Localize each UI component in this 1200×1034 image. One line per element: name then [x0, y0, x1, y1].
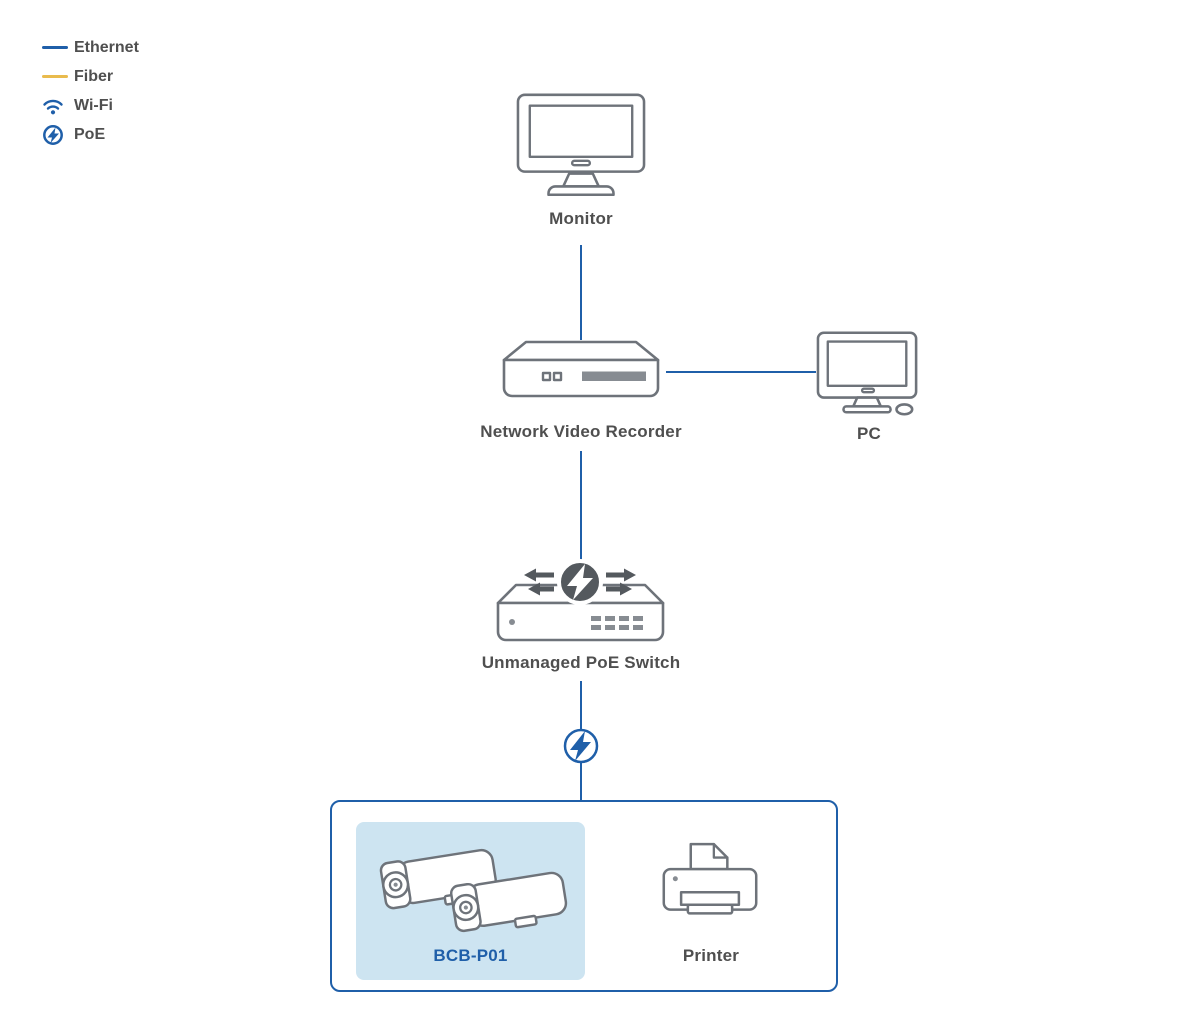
nvr-icon — [502, 340, 660, 398]
pc-icon — [816, 331, 918, 416]
nvr-label: Network Video Recorder — [480, 422, 682, 441]
legend-item-poe: PoE — [42, 120, 139, 149]
wifi-icon — [42, 96, 74, 115]
pc-label: PC — [856, 424, 882, 443]
edge-nvr-switch — [580, 451, 582, 567]
poe-switch-label: Unmanaged PoE Switch — [481, 653, 681, 672]
legend-label: Wi-Fi — [74, 96, 113, 114]
poe-icon — [42, 124, 74, 146]
edge-nvr-pc — [666, 371, 816, 373]
poe-switch-icon — [496, 559, 665, 642]
legend-label: Fiber — [74, 67, 114, 85]
bullet-cameras-icon — [379, 848, 568, 933]
printer-label: Printer — [682, 946, 740, 965]
edge-monitor-nvr — [580, 245, 582, 340]
monitor-label: Monitor — [549, 209, 613, 228]
printer-icon — [662, 842, 758, 915]
legend-item-ethernet: Ethernet — [42, 33, 139, 62]
lightning-bolt-icon — [567, 564, 593, 600]
right-arrows-icon — [606, 568, 636, 582]
left-arrows-icon — [524, 568, 554, 582]
fiber-line-swatch — [42, 75, 74, 78]
camera-label: BCB-P01 — [433, 946, 508, 965]
legend-label: Ethernet — [74, 38, 139, 56]
legend-item-fiber: Fiber — [42, 62, 139, 91]
poe-icon — [563, 728, 599, 764]
ethernet-line-swatch — [42, 46, 74, 49]
legend-label: PoE — [74, 125, 106, 143]
legend: Ethernet Fiber Wi-Fi PoE — [42, 33, 139, 149]
monitor-icon — [516, 93, 646, 197]
legend-item-wifi: Wi-Fi — [42, 91, 139, 120]
